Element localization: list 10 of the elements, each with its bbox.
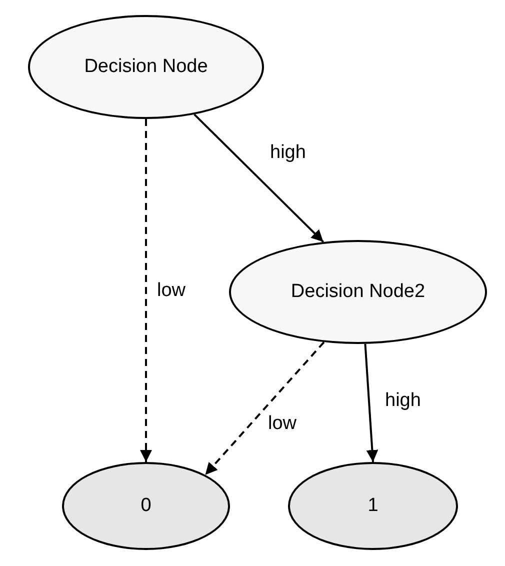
node-label: 0: [140, 495, 152, 517]
arrow: [140, 119, 152, 462]
node-label: 1: [368, 495, 378, 517]
arrow: [204, 341, 325, 476]
arrow: [364, 344, 378, 462]
node-label: Decision Node2: [290, 281, 426, 303]
node-label: Decision Node: [84, 56, 208, 78]
edge-label: high: [268, 142, 308, 164]
edge-label: high: [383, 390, 423, 412]
arrow: [194, 114, 324, 243]
